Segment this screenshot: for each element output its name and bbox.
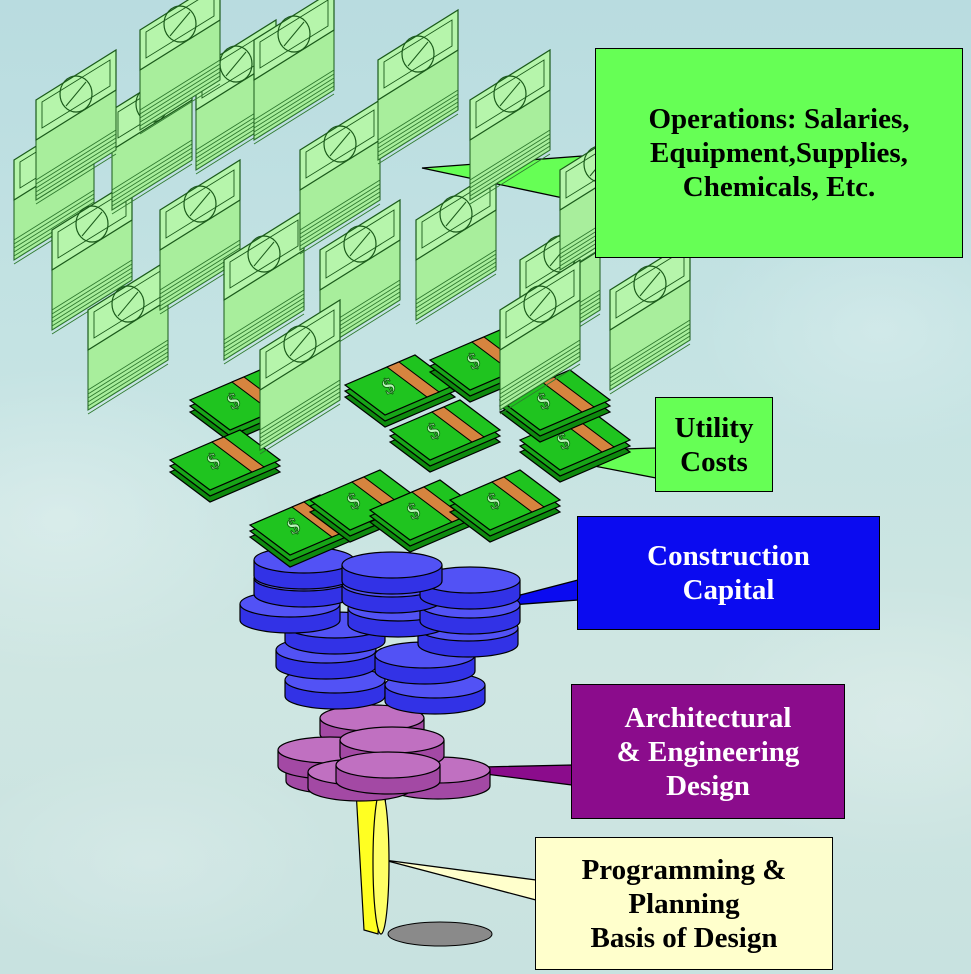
construction-capital-label: Construction Capital: [577, 516, 880, 630]
operations-label: Operations: Salaries, Equipment,Supplies…: [595, 48, 963, 258]
construction-coin-stack: [239, 546, 521, 715]
design-coin-stack: [277, 704, 491, 802]
utility-costs-label: Utility Costs: [655, 397, 773, 492]
programming-planning-label: Programming & Planning Basis of Design: [535, 837, 833, 970]
architectural-engineering-design-label: Architectural & Engineering Design: [571, 684, 845, 819]
